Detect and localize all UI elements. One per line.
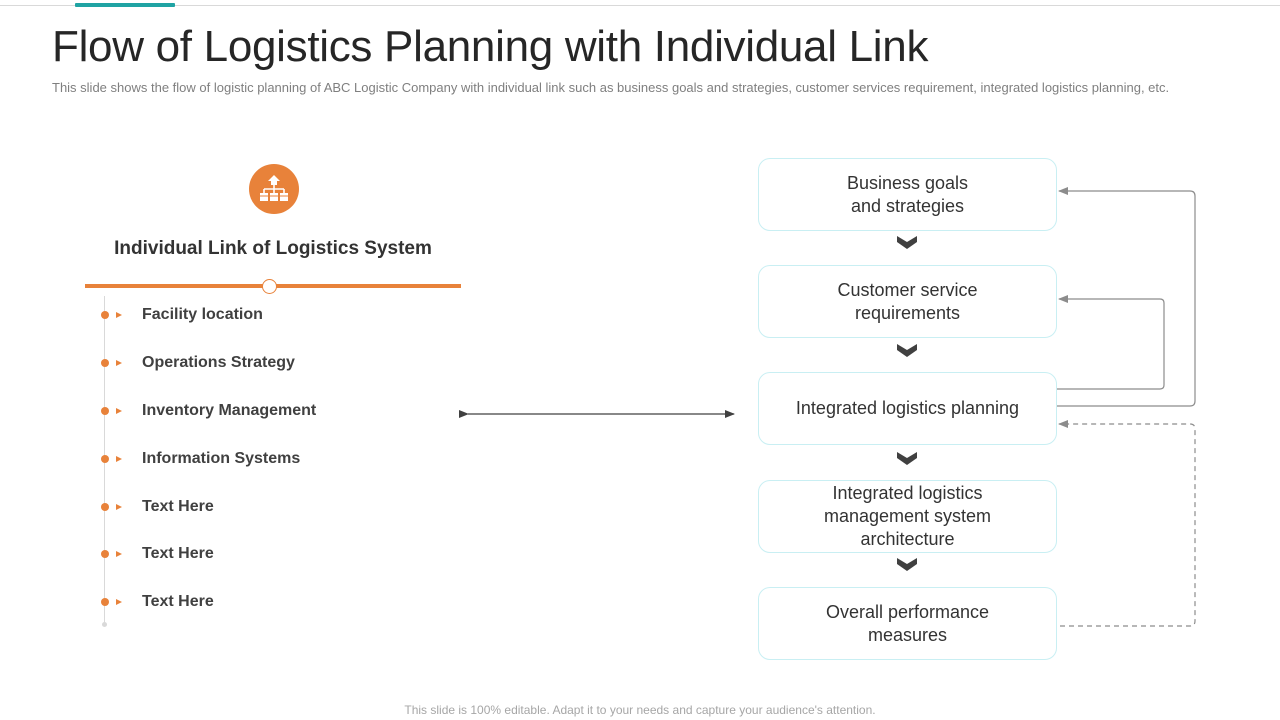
top-accent-bar bbox=[75, 3, 175, 7]
bullet-dot bbox=[101, 503, 109, 511]
list-item: Operations Strategy bbox=[100, 353, 295, 373]
bullet-dot bbox=[101, 359, 109, 367]
flow-step-system-architecture: Integrated logistics management system a… bbox=[758, 480, 1057, 553]
list-item-label: Inventory Management bbox=[142, 402, 317, 419]
bullet-arrow-icon bbox=[116, 360, 122, 366]
bullet-dot bbox=[101, 311, 109, 319]
hierarchy-boxes-icon bbox=[249, 164, 299, 214]
list-item-label: Operations Strategy bbox=[142, 354, 295, 371]
chevron-down-icon bbox=[897, 452, 917, 465]
chevron-down-icon bbox=[897, 236, 917, 249]
flow-step-label: Overall performance measures bbox=[825, 601, 990, 645]
list-item: Facility location bbox=[100, 305, 263, 325]
feedback-arrow-inner bbox=[1057, 295, 1165, 390]
flow-step-business-goals: Business goals and strategies bbox=[758, 158, 1057, 231]
list-item: Inventory Management bbox=[100, 401, 316, 421]
bullet-arrow-icon bbox=[116, 312, 122, 318]
flow-step-label: Business goals and strategies bbox=[846, 172, 969, 216]
top-rule bbox=[0, 5, 1280, 6]
slide-subtitle: This slide shows the flow of logistic pl… bbox=[52, 80, 1170, 95]
list-item-label: Text Here bbox=[142, 498, 214, 515]
bullet-arrow-icon bbox=[116, 504, 122, 510]
bullet-dot bbox=[101, 598, 109, 606]
flow-step-performance-measures: Overall performance measures bbox=[758, 587, 1057, 660]
list-item: Text Here bbox=[100, 592, 214, 612]
bullet-dot bbox=[101, 550, 109, 558]
bullet-arrow-icon bbox=[116, 456, 122, 462]
list-item-label: Text Here bbox=[142, 545, 214, 562]
flow-step-label: Integrated logistics planning bbox=[795, 398, 1020, 418]
flow-step-integrated-planning: Integrated logistics planning bbox=[758, 372, 1057, 445]
flow-step-customer-service: Customer service requirements bbox=[758, 265, 1057, 338]
bullet-arrow-icon bbox=[116, 408, 122, 414]
list-timeline-end-dot bbox=[102, 622, 107, 627]
slide-title: Flow of Logistics Planning with Individu… bbox=[52, 22, 929, 71]
bullet-arrow-icon bbox=[116, 551, 122, 557]
list-item: Text Here bbox=[100, 544, 214, 564]
list-item-label: Facility location bbox=[142, 306, 263, 323]
flow-step-label: Integrated logistics management system a… bbox=[823, 483, 992, 549]
bullet-arrow-icon bbox=[116, 599, 122, 605]
flow-step-label: Customer service requirements bbox=[837, 279, 978, 323]
chevron-down-icon bbox=[897, 558, 917, 571]
underline-knob bbox=[262, 279, 277, 294]
feedback-arrow-dashed bbox=[1058, 420, 1196, 627]
slide-footer: This slide is 100% editable. Adapt it to… bbox=[404, 703, 876, 717]
list-item: Information Systems bbox=[100, 449, 300, 469]
left-panel-heading: Individual Link of Logistics System bbox=[114, 238, 432, 259]
list-item: Text Here bbox=[100, 497, 214, 517]
feedback-arrow-outer bbox=[1057, 187, 1196, 407]
chevron-down-icon bbox=[897, 344, 917, 357]
list-item-label: Text Here bbox=[142, 593, 214, 610]
list-item-label: Information Systems bbox=[142, 450, 301, 467]
bullet-dot bbox=[101, 455, 109, 463]
bullet-dot bbox=[101, 407, 109, 415]
